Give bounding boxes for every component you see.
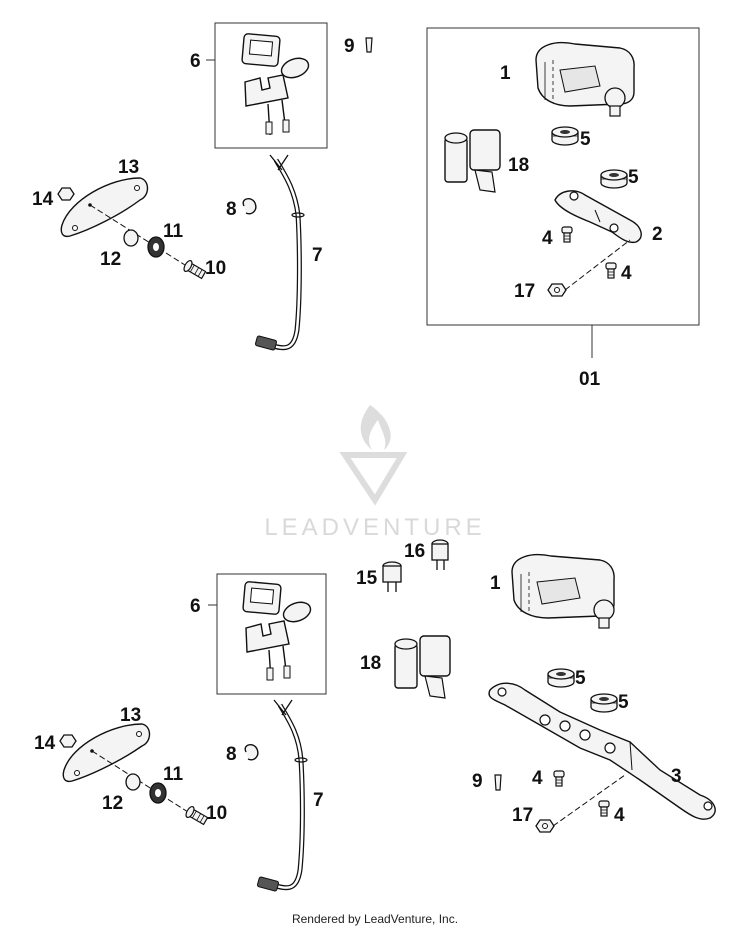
bolt: [605, 262, 617, 279]
callout-14-lower: 14: [34, 733, 56, 754]
leadventure-watermark: LEADVENTURE: [264, 405, 485, 541]
callout-12: 12: [100, 249, 121, 270]
callout-7-lower: 7: [313, 790, 324, 811]
indicator-bulb-alt: [431, 539, 449, 570]
rubber-grommet: [600, 169, 628, 189]
callout-9-lower: 9: [472, 771, 483, 792]
lower-callouts: 6 16 15 1 18 13 14 5 5 11 12 10 8 7 9 4 …: [34, 541, 682, 826]
callout-5b-lower: 5: [618, 692, 629, 713]
flange-nut: [547, 283, 567, 297]
nut-lower: [59, 734, 77, 748]
rubber-grommet-lower: [590, 693, 618, 713]
callout-13-lower: 13: [120, 705, 141, 726]
callout-4-lower: 4: [532, 768, 543, 789]
callout-5b: 5: [628, 167, 639, 188]
cable-clip-lower: [244, 744, 259, 761]
speedometer-computer-lower: [242, 581, 312, 623]
callout-01: 01: [579, 369, 601, 390]
speedometer-kit-frame-lower: [216, 573, 327, 695]
speedometer-computer: [241, 33, 310, 79]
callout-18-lower: 18: [360, 653, 381, 674]
callout-16-lower: 16: [404, 541, 425, 562]
lower-assembly: [59, 539, 716, 892]
indicator-lamp-block: [444, 129, 501, 193]
instrument-bracket-large: [488, 682, 716, 820]
callout-10: 10: [205, 258, 226, 279]
callout-17: 17: [514, 281, 535, 302]
callout-8-lower: 8: [226, 744, 237, 765]
callout-14: 14: [32, 189, 54, 210]
handlebar-clamp: [535, 42, 635, 117]
callout-5: 5: [580, 129, 591, 150]
rivet: [365, 37, 373, 53]
callout-7: 7: [312, 245, 323, 266]
rubber-grommet: [551, 126, 579, 146]
speedometer-bracket-lower: [245, 620, 291, 681]
indicator-bulb: [382, 561, 402, 592]
rivet-lower: [494, 774, 502, 791]
callout-4: 4: [542, 228, 553, 249]
callout-15-lower: 15: [356, 568, 378, 589]
rubber-grommet-lower: [547, 668, 575, 688]
mounting-plate-lower: [62, 723, 151, 783]
speedometer-bracket: [244, 74, 290, 136]
speedometer-sensor-cable-lower: [256, 699, 308, 892]
speedometer-kit-frame: [214, 22, 328, 149]
upper-callouts: 6 9 1 5 18 13 14 11 12 10 8 7 5 2 4 4 17…: [32, 36, 663, 390]
callout-4b-lower: 4: [614, 805, 625, 826]
callout-4b: 4: [621, 263, 632, 284]
bolt-lower: [553, 770, 565, 787]
footer-credit: Rendered by LeadVenture, Inc.: [291, 912, 459, 926]
instrument-bracket: [554, 190, 642, 244]
screw-lower: [185, 805, 209, 826]
callout-9: 9: [344, 36, 355, 57]
callout-1-lower: 1: [490, 573, 501, 594]
handlebar-kit-frame: [426, 27, 700, 326]
cable-clip: [242, 198, 257, 215]
watermark-text: LEADVENTURE: [264, 514, 485, 541]
callout-17-lower: 17: [512, 805, 533, 826]
speedometer-sensor-cable: [254, 154, 305, 351]
screw: [183, 259, 207, 280]
flange-nut-lower: [535, 819, 555, 833]
callout-6: 6: [190, 51, 201, 72]
upper-assembly: [57, 22, 700, 358]
callout-13: 13: [118, 157, 139, 178]
washer-lower: [125, 773, 141, 791]
handlebar-clamp-lower: [511, 554, 615, 629]
bolt: [561, 226, 573, 243]
indicator-lamp-block-lower: [394, 635, 451, 699]
callout-5-lower: 5: [575, 668, 586, 689]
callout-18: 18: [508, 155, 529, 176]
callout-10-lower: 10: [206, 803, 227, 824]
callout-1: 1: [500, 63, 511, 84]
callout-8: 8: [226, 199, 237, 220]
bolt-lower: [598, 800, 610, 817]
callout-3-lower: 3: [671, 766, 682, 787]
callout-6-lower: 6: [190, 596, 201, 617]
callout-2: 2: [652, 224, 663, 245]
nut: [57, 187, 75, 201]
callout-11-lower: 11: [163, 764, 184, 785]
mounting-plate: [60, 177, 149, 238]
washer: [123, 229, 139, 247]
callout-12-lower: 12: [102, 793, 123, 814]
callout-11: 11: [163, 221, 184, 242]
